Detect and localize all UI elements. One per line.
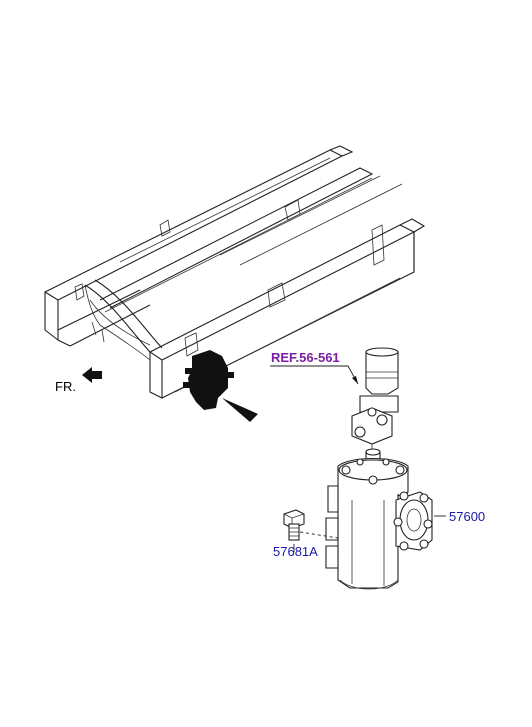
front-marker: FR. [55, 367, 102, 394]
part-57600-label[interactable]: 57600 [449, 509, 485, 524]
ref-label[interactable]: REF.56-561 [271, 350, 340, 365]
mounted-gear-box [183, 350, 258, 422]
part-57681a-label[interactable]: 57681A [273, 544, 318, 559]
steering-shaft [351, 347, 399, 456]
arrow-left-icon [82, 367, 102, 383]
steering-gear-box [325, 448, 433, 590]
callout-57681a: 57681A [273, 544, 318, 559]
front-label: FR. [55, 379, 76, 394]
bolt-57681a [283, 509, 339, 541]
callout-ref: REF.56-561 [270, 350, 359, 385]
callout-57600: 57600 [434, 509, 485, 524]
